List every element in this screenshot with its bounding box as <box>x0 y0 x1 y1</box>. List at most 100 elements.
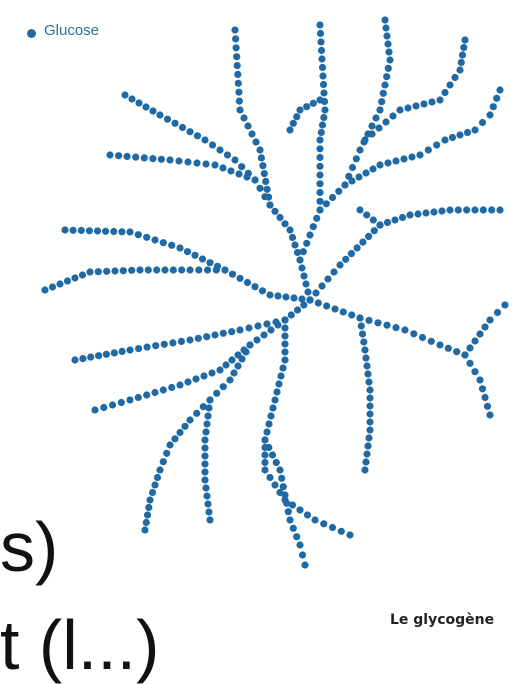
glucose-unit <box>365 378 372 385</box>
glycogen-diagram <box>0 0 523 644</box>
glucose-unit <box>179 124 186 131</box>
glucose-unit <box>224 151 231 158</box>
glucose-unit <box>106 151 113 158</box>
glucose-unit <box>253 336 260 343</box>
glucose-unit <box>359 330 366 337</box>
glucose-unit <box>361 136 368 143</box>
glucose-unit <box>311 516 318 523</box>
glucose-unit <box>464 129 471 136</box>
glucose-unit <box>143 391 150 398</box>
glucose-unit <box>186 128 193 135</box>
glucose-unit <box>154 474 161 481</box>
glucose-unit <box>383 73 390 80</box>
glucose-unit <box>271 481 278 488</box>
glucose-unit <box>186 336 193 343</box>
glucose-unit <box>261 466 268 473</box>
glucose-unit <box>453 348 460 355</box>
glucose-unit <box>86 227 93 234</box>
glucose-unit <box>281 332 288 339</box>
glucose-unit <box>160 239 167 246</box>
glucose-unit <box>378 98 385 105</box>
glucose-unit <box>471 206 478 213</box>
glucose-unit <box>126 228 133 235</box>
glucose-unit <box>456 131 463 138</box>
glucose-unit <box>316 145 323 152</box>
glucose-unit <box>293 533 300 540</box>
glucose-unit <box>256 185 263 192</box>
glucose-unit <box>438 207 445 214</box>
glucose-unit <box>382 24 389 31</box>
glucose-unit <box>392 324 399 331</box>
glucose-unit <box>316 198 323 205</box>
glucose-unit <box>294 306 301 313</box>
glucose-unit <box>384 159 391 166</box>
glucose-unit <box>70 227 77 234</box>
glucose-unit <box>368 122 375 129</box>
glucose-unit <box>95 352 102 359</box>
glucose-unit <box>425 146 432 153</box>
glucose-unit <box>191 252 198 259</box>
glucose-unit <box>144 344 151 351</box>
glucose-unit <box>244 279 251 286</box>
glucose-unit <box>100 404 107 411</box>
glucose-unit <box>353 155 360 162</box>
glucose-unit <box>254 322 261 329</box>
glucose-unit <box>372 114 379 121</box>
glucose-unit <box>316 180 323 187</box>
glucose-unit <box>176 381 183 388</box>
glucose-unit <box>135 394 142 401</box>
glucose-unit <box>383 322 390 329</box>
glucose-unit <box>324 275 331 282</box>
glucose-unit <box>318 55 325 62</box>
glucose-unit <box>151 236 158 243</box>
glucose-unit <box>203 333 210 340</box>
glucose-unit <box>184 378 191 385</box>
glucose-unit <box>279 364 286 371</box>
glucose-unit <box>320 81 327 88</box>
glucose-unit <box>236 106 243 113</box>
glucose-unit <box>269 404 276 411</box>
glucose-unit <box>186 266 193 273</box>
glucose-unit <box>234 71 241 78</box>
glucose-unit <box>446 206 453 213</box>
glucose-unit <box>283 500 290 507</box>
glucose-unit <box>144 511 151 518</box>
glucose-unit <box>401 326 408 333</box>
glucose-unit <box>219 164 226 171</box>
glucose-unit <box>323 200 330 207</box>
glucose-unit <box>202 428 209 435</box>
glucose-unit <box>271 396 278 403</box>
glucose-unit <box>365 434 372 441</box>
glucose-unit <box>330 268 337 275</box>
glycogen-caption: Le glycogène <box>390 612 494 628</box>
glucose-unit <box>211 161 218 168</box>
glucose-unit <box>441 89 448 96</box>
glucose-unit <box>178 266 185 273</box>
glucose-unit <box>316 136 323 143</box>
glucose-unit <box>278 475 285 482</box>
glucose-unit <box>248 130 255 137</box>
glucose-unit <box>299 551 306 558</box>
glucose-unit <box>320 520 327 527</box>
glucose-unit <box>95 268 102 275</box>
glucose-unit <box>201 452 208 459</box>
glucose-unit <box>220 383 227 390</box>
glucose-unit <box>195 266 202 273</box>
glucose-unit <box>315 299 322 306</box>
glucose-unit <box>269 451 276 458</box>
glucose-unit <box>232 35 239 42</box>
glucose-unit <box>281 324 288 331</box>
glucose-unit <box>451 74 458 81</box>
glucose-unit <box>119 348 126 355</box>
glucose-unit <box>310 100 317 107</box>
glucose-unit <box>490 103 497 110</box>
glucose-unit <box>275 380 282 387</box>
glucose-unit <box>263 320 270 327</box>
glucose-unit <box>203 492 210 499</box>
glucose-unit <box>471 337 478 344</box>
glucose-unit <box>404 104 411 111</box>
glucose-unit <box>184 158 191 165</box>
glucose-unit <box>233 44 240 51</box>
glucose-unit <box>430 208 437 215</box>
glucose-unit <box>484 403 491 410</box>
